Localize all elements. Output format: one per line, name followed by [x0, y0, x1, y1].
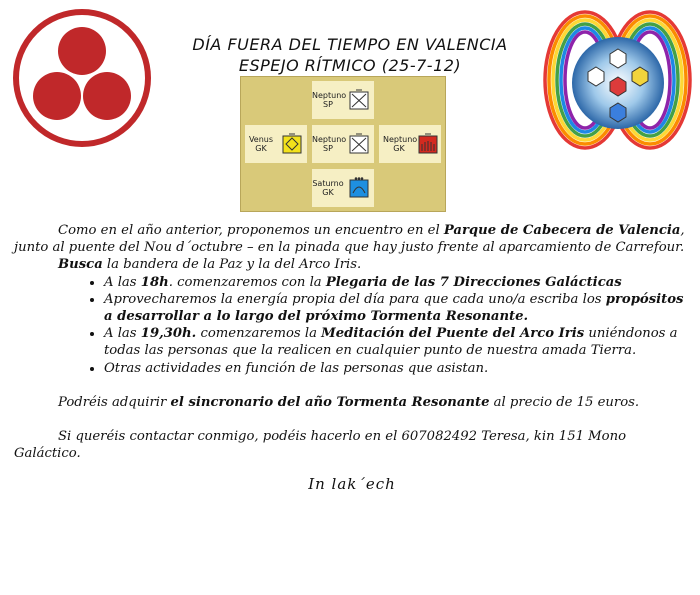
oracle-center-code: SP — [323, 144, 333, 153]
earth-seal-icon — [418, 133, 438, 154]
list-item: A las 19,30h. comenzaremos la Meditación… — [104, 325, 690, 359]
oracle-bottom-name: Saturno — [312, 179, 344, 188]
oracle-left-code: GK — [255, 144, 267, 153]
park-name: Parque de Cabecera de Valencia — [443, 223, 681, 238]
item-time: 18h — [140, 274, 169, 290]
sincronario-name: el sincronario del año Tormenta Resonant… — [170, 394, 490, 410]
list-item: Aprovecharemos la energía propia del día… — [104, 291, 690, 325]
contact-text: Si queréis contactar conmigo, podéis hac… — [14, 429, 627, 462]
item-activity: propósitos a desarrollar a lo largo del … — [104, 291, 684, 325]
intro-paragraph: Como en el año anterior, proponemos un e… — [14, 222, 690, 256]
oracle-cell-top: Neptuno SP — [312, 81, 374, 119]
item-text: . comenzaremos con la — [168, 274, 326, 290]
plasma-hexagons — [587, 48, 649, 123]
logo-circle-right — [83, 72, 131, 120]
signoff: In lak´ech — [308, 475, 396, 494]
item-text: uniéndonos a todas las personas que la r… — [104, 326, 678, 359]
oracle-cell-right: Neptuno GK — [379, 125, 441, 163]
item-activity: Plegaria de las 7 Direcciones Galácticas — [325, 274, 622, 290]
flags-paragraph: Busca la bandera de la Paz y la del Arco… — [14, 256, 690, 273]
oracle-top-code: SP — [323, 100, 333, 109]
star-seal-icon — [282, 133, 302, 154]
item-text: comenzaremos la — [196, 326, 322, 342]
title-line-1: DÍA FUERA DEL TIEMPO EN VALENCIA — [192, 35, 508, 54]
item-text: A las — [104, 326, 141, 342]
rainbow-bridge-logo — [543, 10, 692, 150]
location-text: , junto al puente del Nou d´octubre – en… — [14, 223, 685, 256]
price-text: al precio de 15 euros. — [489, 394, 640, 410]
item-text: A las — [104, 274, 141, 290]
item-time: 19,30h. — [140, 326, 197, 342]
oracle-top-name: Neptuno — [312, 91, 347, 100]
oracle-cell-bottom: Saturno GK — [312, 169, 374, 207]
item-text: Aprovecharemos la energía propia del día… — [104, 291, 606, 307]
oracle-cell-center: Neptuno SP — [312, 125, 374, 163]
storm-seal-icon — [349, 177, 369, 198]
list-item: Otras actividades en función de las pers… — [104, 360, 690, 377]
oracle-left-name: Venus — [248, 135, 274, 144]
logo-circle-left — [33, 72, 81, 120]
flags-text: la bandera de la Paz y la del Arco Iris. — [102, 257, 362, 273]
list-item: A las 18h. comenzaremos con la Plegaria … — [104, 274, 690, 291]
item-activity: Meditación del Puente del Arco Iris — [321, 326, 585, 342]
event-title: DÍA FUERA DEL TIEMPO EN VALENCIA ESPEJO … — [150, 34, 550, 76]
mirror-seal-icon — [349, 133, 369, 154]
sincronario-paragraph: Podréis adquirir el sincronario del año … — [14, 394, 690, 411]
oracle-right-name: Neptuno — [383, 135, 418, 144]
purchase-text: Podréis adquirir — [58, 394, 171, 410]
oracle-right-code: GK — [393, 144, 405, 153]
oracle-cell-left: Venus GK — [245, 125, 307, 163]
oracle-bottom-code: GK — [322, 188, 334, 197]
oracle-center-name: Neptuno — [312, 135, 347, 144]
invitation-body: Como en el año anterior, proponemos un e… — [14, 222, 690, 494]
item-text: Otras actividades en función de las pers… — [104, 360, 489, 376]
rhythmic-mirror-oracle: Neptuno SP Venus GK Neptuno SP Neptuno G… — [240, 76, 446, 212]
title-line-2: ESPEJO RÍTMICO (25-7-12) — [238, 56, 462, 75]
activities-list: A las 18h. comenzaremos con la Plegaria … — [14, 274, 690, 377]
peace-banner-logo — [13, 9, 151, 147]
contact-paragraph: Si queréis contactar conmigo, podéis hac… — [14, 428, 690, 462]
intro-text: Como en el año anterior, proponemos un e… — [58, 223, 444, 238]
mirror-seal-icon — [349, 89, 369, 110]
logo-circle-top — [58, 27, 106, 75]
busca-word: Busca — [58, 257, 103, 273]
